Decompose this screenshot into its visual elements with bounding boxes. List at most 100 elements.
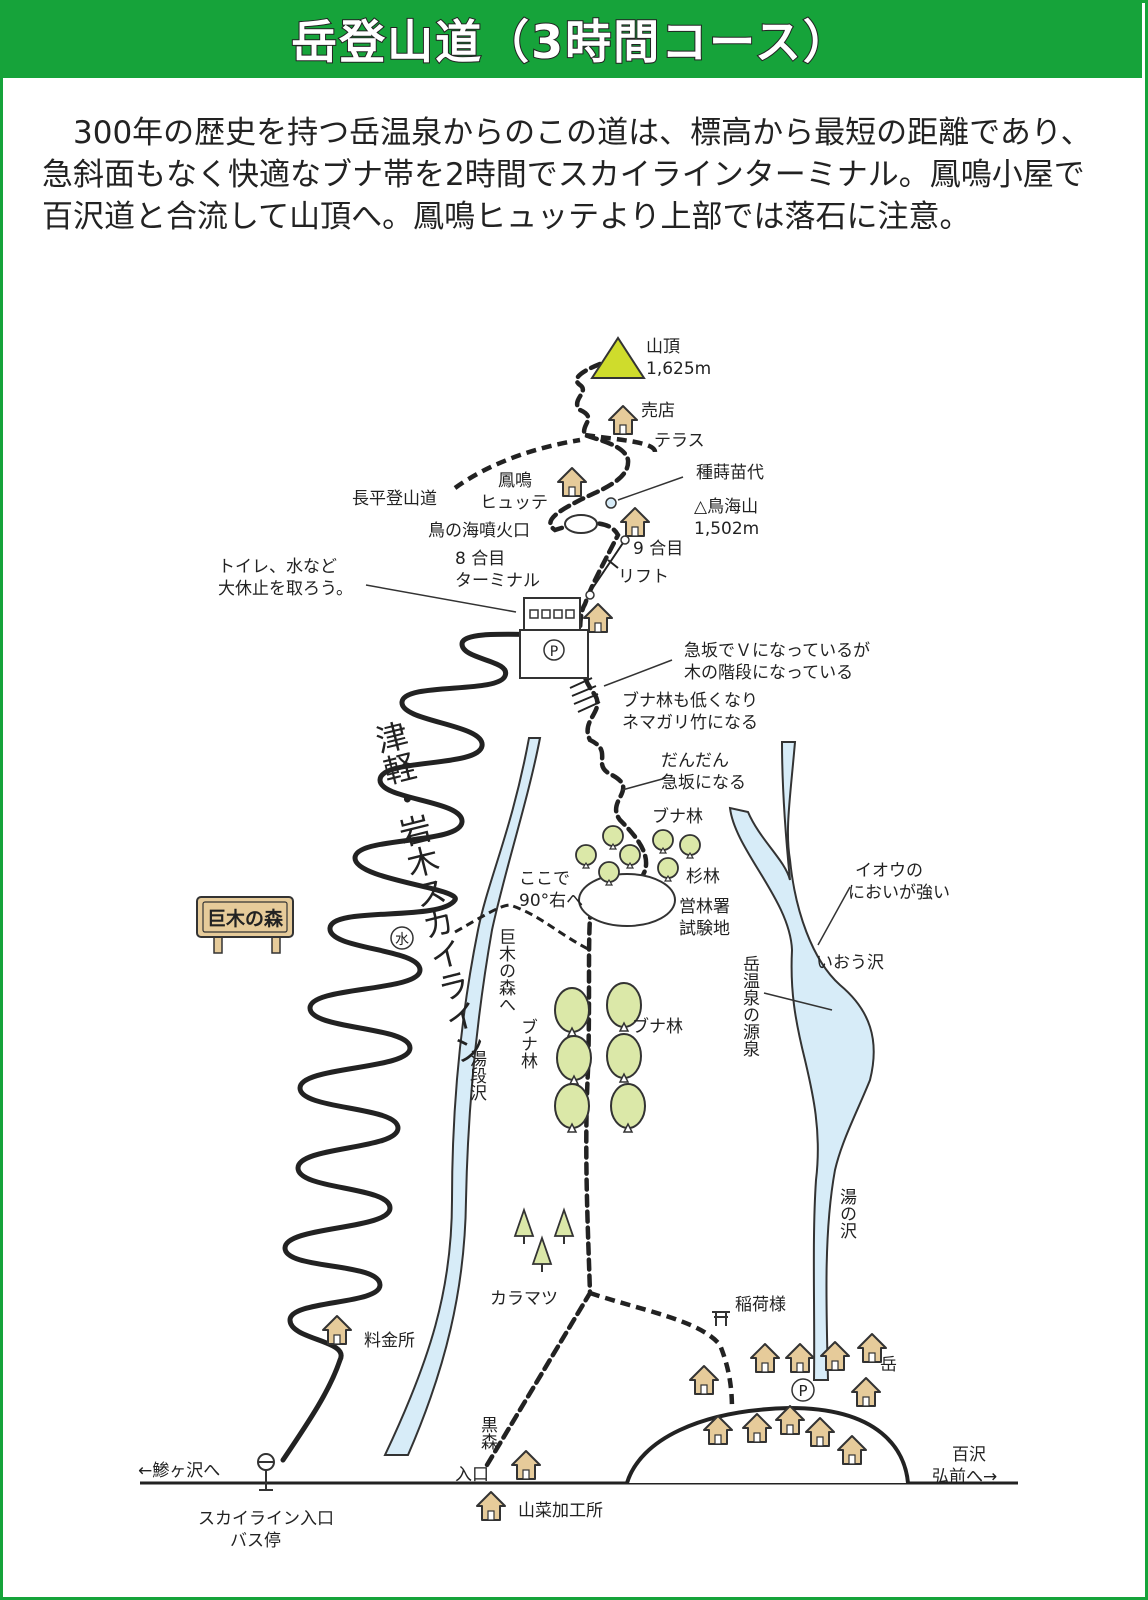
beech-tree-icon — [554, 1083, 590, 1133]
terminal-house-icon — [583, 603, 613, 633]
seed-label: 種蒔苗代 — [696, 463, 764, 483]
larch-tree-icon — [514, 1209, 534, 1245]
ioizawa-river — [728, 741, 875, 1381]
bus-label-2: バス停 — [230, 1531, 281, 1551]
kuromori-house-icon — [511, 1450, 541, 1480]
hyakuzawa-label: 百沢 — [952, 1445, 986, 1465]
lift-label: リフト — [618, 567, 669, 587]
shop-house-icon — [608, 405, 638, 435]
chokai-label: △鳥海山 — [694, 497, 758, 517]
forestry-label-2: 試験地 — [679, 919, 730, 939]
onsen-house-icon — [689, 1365, 719, 1395]
dake-label: 岳 — [880, 1355, 897, 1375]
ioizawa-label: いおう沢 — [816, 953, 884, 973]
toilet-label: トイレ、水など — [218, 557, 337, 577]
nagahira-trail — [453, 437, 581, 490]
houmei-label: 鳳鳴 — [498, 471, 532, 491]
water-label: 水 — [395, 932, 409, 948]
cedar-label: 杉林 — [686, 867, 720, 887]
kyoboku-trail — [454, 903, 591, 952]
sansai-house-icon — [476, 1491, 506, 1521]
stairs-label: 木の階段になっている — [684, 663, 853, 683]
bus-label-1: スカイライン入口 — [198, 1509, 334, 1529]
larch-tree-icon — [554, 1209, 574, 1245]
source-label: 岳温泉の源泉 — [739, 955, 760, 1057]
seed-pond-icon — [605, 497, 617, 509]
terrace-label: テラス — [654, 431, 705, 451]
terminal-parking-label: P — [550, 644, 558, 660]
beech-tree-icon — [657, 857, 679, 882]
yudanzawa-label: 湯段沢 — [466, 1050, 487, 1101]
shop-label: 売店 — [641, 401, 675, 421]
onsen-house-icon — [785, 1343, 815, 1373]
hutte-house-icon — [557, 467, 587, 497]
tree-stairs — [569, 677, 601, 713]
title-bar: 岳登山道（3時間コース） — [0, 0, 1142, 78]
skyline-label: 津軽・岩木スカイライン — [368, 717, 490, 1068]
gradual-label-1: だんだん — [661, 751, 729, 771]
beech-tree-icon — [652, 829, 674, 854]
ninth-station-icon — [620, 535, 630, 545]
terminal-building: P — [519, 597, 589, 679]
page-title: 岳登山道（3時間コース） — [290, 14, 851, 70]
skyline-road — [280, 629, 578, 1463]
beech3-label: ブナ林 — [632, 1016, 683, 1037]
terminal-label: ターミナル — [455, 571, 540, 591]
gradual-label-2: 急坂になる — [661, 773, 746, 793]
intro-text: 300年の歴史を持つ岳温泉からのこの道は、標高から最短の距離であり、急斜面もなく… — [42, 115, 1092, 235]
toll-house-icon — [322, 1315, 352, 1345]
beech-tree-icon — [619, 844, 641, 869]
yunosawa-label: 湯の沢 — [836, 1188, 857, 1239]
sign-label: 巨木の森 — [207, 907, 284, 930]
turn-label-2: 90°右へ — [519, 891, 583, 911]
bamboo-label-2: ネマガリ竹になる — [622, 713, 758, 733]
water-icon: 水 — [390, 926, 414, 950]
beech-tree-icon — [606, 1033, 642, 1083]
entrance-label: 入口 — [455, 1465, 489, 1485]
toll-label: 料金所 — [364, 1331, 415, 1351]
torii-icon — [712, 1311, 730, 1326]
onsen-house-icon — [750, 1343, 780, 1373]
yudanzawa-river — [383, 737, 542, 1456]
ninth-label: 9 合目 — [633, 539, 683, 559]
bamboo-label-1: ブナ林も低くなり — [622, 690, 758, 711]
map-labels: 山頂 1,625m 売店 テラス 種蒔苗代 長平登山道 鳳鳴 ヒュッテ △鳥海山… — [138, 337, 997, 1551]
eighth-label: 8 合目 — [455, 549, 505, 569]
hutte-label: ヒュッテ — [480, 493, 548, 513]
onsen-parking-label: P — [798, 1382, 807, 1400]
crater-icon — [564, 514, 598, 534]
kyoboku-sign: 巨木の森 — [196, 896, 294, 954]
beech-tree-icon — [575, 844, 597, 869]
lift-line — [589, 539, 626, 593]
lift-station-icon — [585, 590, 595, 600]
pointer-lines — [365, 476, 851, 1011]
crater-label: 鳥の海噴火口 — [428, 521, 530, 541]
iou-smell-label-2: においが強い — [848, 883, 950, 903]
ajigasawa-label: ←鯵ヶ沢へ — [138, 1461, 220, 1481]
bus-stop-icon — [257, 1453, 275, 1491]
kuromori-label: 黒森 — [477, 1416, 498, 1450]
inari-label: 稲荷様 — [735, 1295, 786, 1315]
rest-label: 大休止を取ろう。 — [218, 579, 353, 599]
larch-tree-icon — [532, 1237, 552, 1273]
turn-label-1: ここで — [519, 869, 570, 889]
beech2-label: ブナ林 — [517, 1018, 538, 1069]
hirosaki-label: 弘前へ→ — [932, 1467, 997, 1487]
onsen-house-icon — [851, 1377, 881, 1407]
beech-tree-icon — [554, 987, 590, 1037]
karamatsu-label: カラマツ — [490, 1289, 558, 1309]
chokai-elev-label: 1,502m — [694, 519, 759, 539]
steep-v-label: 急坂でＶになっているが — [684, 641, 870, 661]
onsen-hill — [625, 1405, 910, 1484]
beech-tree-icon — [602, 825, 624, 850]
nagahira-label: 長平登山道 — [352, 489, 437, 509]
kyoboku-road-label: 巨木の森へ — [495, 928, 516, 1013]
iou-smell-label-1: イオウの — [855, 861, 923, 881]
onsen-parking-icon: P — [791, 1378, 815, 1402]
beech-tree-icon — [679, 834, 701, 859]
inari-trail — [589, 1290, 735, 1411]
beech1-label: ブナ林 — [652, 806, 703, 827]
summit-elev-label: 1,625m — [646, 359, 711, 379]
